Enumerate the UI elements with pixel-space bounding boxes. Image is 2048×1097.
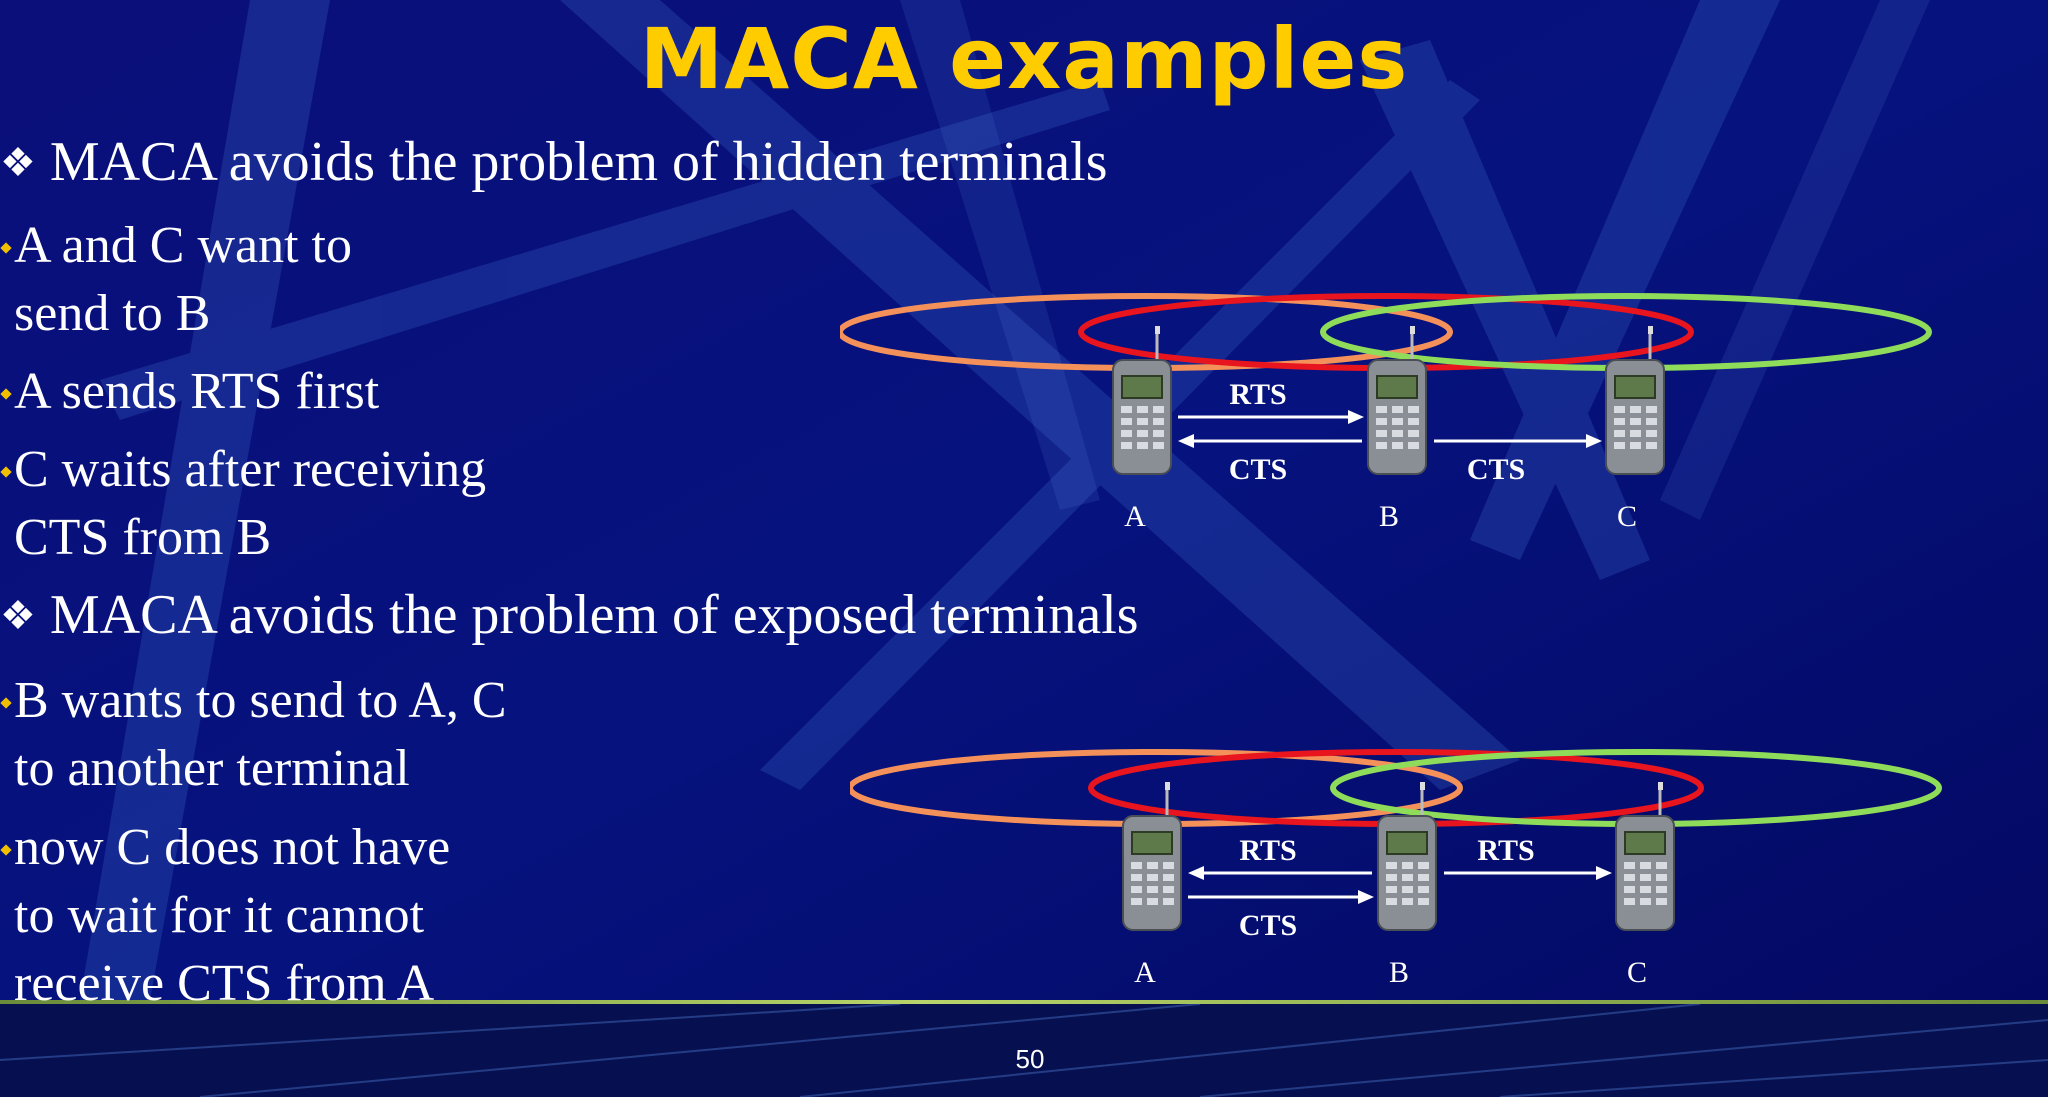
phone-icon — [1605, 326, 1665, 475]
arrow-label: RTS — [1239, 834, 1296, 867]
bullet-line: now C does not have — [14, 819, 451, 876]
hidden-terminal-diagram: RTS CTS CTS A B C — [840, 293, 1932, 533]
exposed-terminal-diagram: RTS CTS RTS A B C — [850, 749, 1942, 989]
phone-icon — [1377, 782, 1437, 931]
range-A — [850, 749, 1463, 827]
arrow-label: CTS — [1467, 453, 1525, 486]
slide-title: MACA examples — [639, 10, 1409, 108]
node-label: B — [1379, 500, 1399, 533]
diamond-bullet-icon: ❖ — [0, 593, 36, 638]
node-label: C — [1627, 956, 1647, 989]
range-B — [1078, 293, 1694, 371]
arrow-label: CTS — [1239, 909, 1297, 942]
small-diamond-icon — [0, 242, 12, 254]
arrow-label: CTS — [1229, 453, 1287, 486]
bullet-line: A and C want to — [14, 217, 352, 274]
arrow-label: RTS — [1477, 834, 1534, 867]
bullet-line: to another terminal — [14, 740, 410, 797]
node-label: B — [1389, 956, 1409, 989]
node-label: A — [1134, 956, 1156, 989]
bullet-line: CTS from B — [14, 509, 272, 566]
bullet-line: B wants to send to A, C — [14, 672, 507, 729]
bullet-line: C waits after receiving — [14, 441, 487, 498]
phone-icon — [1367, 326, 1427, 475]
small-diamond-icon — [0, 697, 12, 709]
range-B — [1088, 749, 1704, 827]
phone-icon — [1112, 326, 1172, 475]
bullet-line: A sends RTS first — [14, 363, 380, 420]
small-diamond-icon — [0, 466, 12, 478]
bullet-line: send to B — [14, 285, 211, 342]
footer-divider — [0, 1000, 2048, 1004]
page-number: 50 — [1015, 1044, 1045, 1074]
bullet-point: A sends RTS first — [0, 358, 379, 426]
bullet-line: to wait for it cannot — [14, 887, 425, 944]
section-heading-text: MACA avoids the problem of hidden termin… — [49, 131, 1108, 193]
node-label: A — [1124, 500, 1146, 533]
range-A — [840, 293, 1453, 371]
node-label: C — [1617, 500, 1637, 533]
diamond-bullet-icon: ❖ — [0, 140, 36, 185]
bullet-point: now C does not have to wait for it canno… — [0, 814, 450, 1018]
bullet-point: B wants to send to A, C to another termi… — [0, 667, 507, 803]
bullet-point: A and C want to send to B — [0, 212, 352, 348]
arrow-label: RTS — [1229, 378, 1286, 411]
small-diamond-icon — [0, 388, 12, 400]
bullet-line: receive CTS from A — [14, 955, 435, 1012]
section-heading-text: MACA avoids the problem of exposed termi… — [49, 584, 1139, 646]
bullet-point: C waits after receiving CTS from B — [0, 436, 486, 572]
section-heading-hidden: ❖ MACA avoids the problem of hidden termi… — [0, 130, 1108, 194]
section-heading-exposed: ❖ MACA avoids the problem of exposed term… — [0, 583, 1139, 647]
small-diamond-icon — [0, 844, 12, 856]
phone-icon — [1615, 782, 1675, 931]
phone-icon — [1122, 782, 1182, 931]
